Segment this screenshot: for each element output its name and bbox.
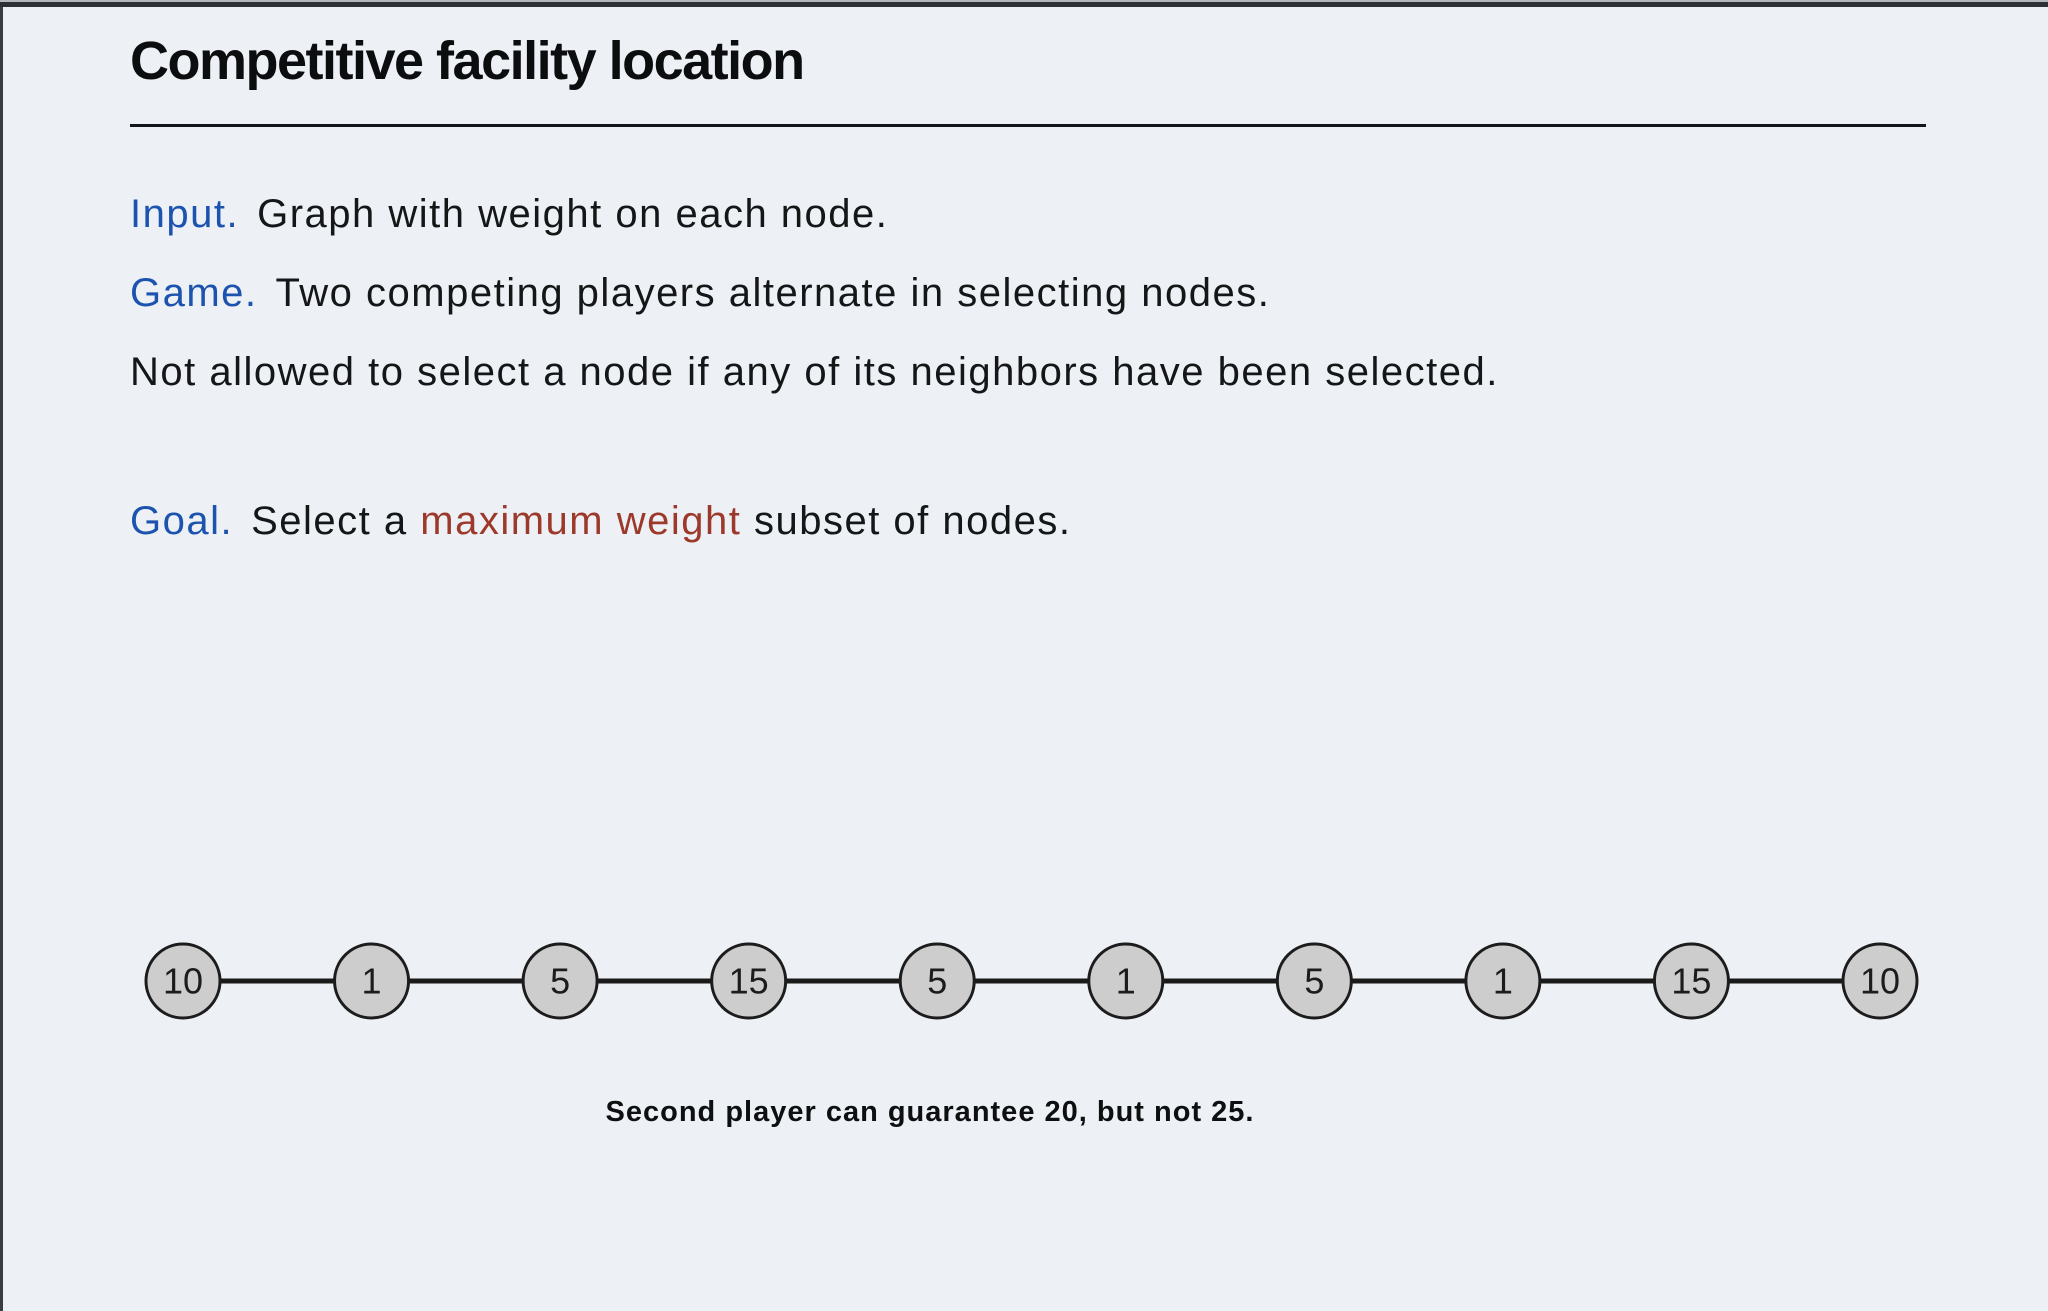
graph-node bbox=[1464, 942, 1542, 1020]
goal-label: Goal. bbox=[130, 499, 234, 543]
graph-node bbox=[333, 942, 411, 1020]
goal-post: subset of nodes. bbox=[741, 499, 1072, 543]
input-text: Graph with weight on each node. bbox=[257, 192, 889, 236]
top-strip-dark bbox=[0, 2, 2048, 7]
left-border bbox=[0, 7, 3, 1311]
graph-node-label: 5 bbox=[1304, 961, 1324, 1002]
top-strip-light bbox=[0, 0, 2048, 2]
graph-node bbox=[144, 942, 222, 1020]
graph-node bbox=[1841, 942, 1919, 1020]
goal-highlight: maximum weight bbox=[420, 499, 742, 543]
graph-node-label: 10 bbox=[1860, 961, 1900, 1002]
graph-node-label: 15 bbox=[729, 961, 769, 1002]
game-text: Two competing players alternate in selec… bbox=[275, 271, 1271, 315]
slide-title: Competitive facility location bbox=[130, 31, 805, 91]
graph-node bbox=[710, 942, 788, 1020]
graph-node-label: 15 bbox=[1671, 961, 1711, 1002]
game-label: Game. bbox=[130, 271, 258, 315]
graph-node bbox=[898, 942, 976, 1020]
graph-node-label: 1 bbox=[1116, 961, 1136, 1002]
goal-pre: Select a bbox=[251, 499, 421, 543]
graph-node-label: 1 bbox=[1493, 961, 1513, 1002]
graph-node-label: 5 bbox=[927, 961, 947, 1002]
graph-caption: Second player can guarantee 20, but not … bbox=[605, 1096, 1255, 1128]
graph-node bbox=[1652, 942, 1730, 1020]
graph-node-label: 1 bbox=[362, 961, 382, 1002]
graph-node-label: 5 bbox=[550, 961, 570, 1002]
input-line: Input. Graph with weight on each node. bbox=[130, 190, 888, 238]
graph-node bbox=[1275, 942, 1353, 1020]
graph-node bbox=[1087, 942, 1165, 1020]
rule-line: Not allowed to select a node if any of i… bbox=[130, 350, 1499, 394]
graph-node-label: 10 bbox=[163, 961, 203, 1002]
graph-node bbox=[521, 942, 599, 1020]
game-line: Game. Two competing players alternate in … bbox=[130, 269, 1270, 317]
goal-line: Goal. Select a maximum weight subset of n… bbox=[130, 497, 1072, 545]
input-label: Input. bbox=[130, 192, 240, 236]
title-rule bbox=[130, 124, 1926, 127]
